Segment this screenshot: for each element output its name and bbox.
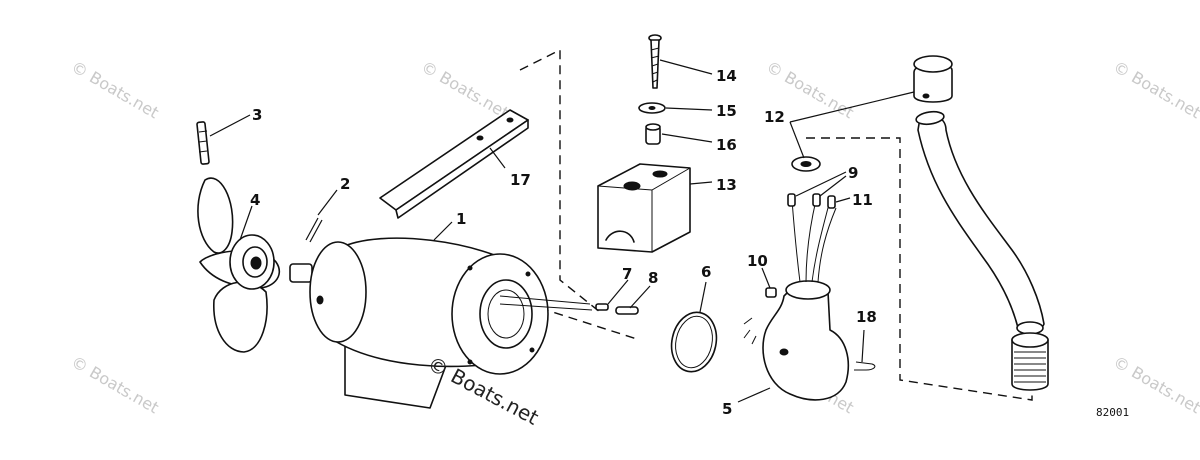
callout-17: 17: [510, 171, 531, 189]
drive-pin: [196, 121, 210, 165]
spacer: [645, 123, 661, 145]
callout-1: 1: [456, 210, 466, 228]
callout-labels: 1 2 3 4 5 6 7 8 9 10 11 12 13 14 15 16 1…: [250, 67, 877, 418]
watermark: © Boats.net: [1110, 57, 1200, 122]
grommet: [791, 156, 821, 172]
callout-7: 7: [622, 265, 632, 283]
clamp-block: [597, 163, 691, 253]
callout-14: 14: [716, 67, 737, 85]
callout-13: 13: [716, 176, 737, 194]
watermark: © Boats.net: [418, 57, 512, 122]
callout-16: 16: [716, 136, 737, 154]
callout-8: 8: [648, 269, 658, 287]
callout-3: 3: [252, 106, 262, 124]
callout-10: 10: [747, 252, 768, 270]
o-ring: [670, 311, 718, 373]
watermark: © Boats.net: [68, 352, 162, 417]
spring-clip: [854, 361, 876, 371]
callout-5: 5: [722, 400, 732, 418]
wire-leads: [787, 193, 837, 283]
shear-pin: [305, 217, 323, 243]
callout-15: 15: [716, 102, 737, 120]
hose-assembly: [913, 55, 1049, 391]
terminal-sleeve: [595, 303, 609, 311]
callout-12: 12: [764, 108, 785, 126]
wire-terminal: [765, 287, 777, 298]
motor-wires: [499, 295, 593, 311]
connector-housing: [743, 280, 850, 401]
callout-11: 11: [852, 191, 873, 209]
watermark: © Boats.net: [68, 57, 162, 122]
propeller: [197, 177, 281, 353]
leader-lines: [209, 59, 915, 403]
alignment-line-motor-bracket: [519, 48, 601, 313]
motor-assembly: [289, 237, 549, 409]
washer: [638, 102, 666, 114]
callout-9: 9: [848, 164, 858, 182]
callout-2: 2: [340, 175, 350, 193]
alignment-line-pin: [539, 307, 641, 341]
callout-4: 4: [250, 191, 260, 209]
drawing-code: 82001: [1096, 406, 1129, 419]
callout-18: 18: [856, 308, 877, 326]
terminal-connector: [615, 306, 639, 315]
callout-6: 6: [701, 263, 711, 281]
screw: [648, 34, 662, 89]
mounting-bracket: [379, 109, 529, 219]
